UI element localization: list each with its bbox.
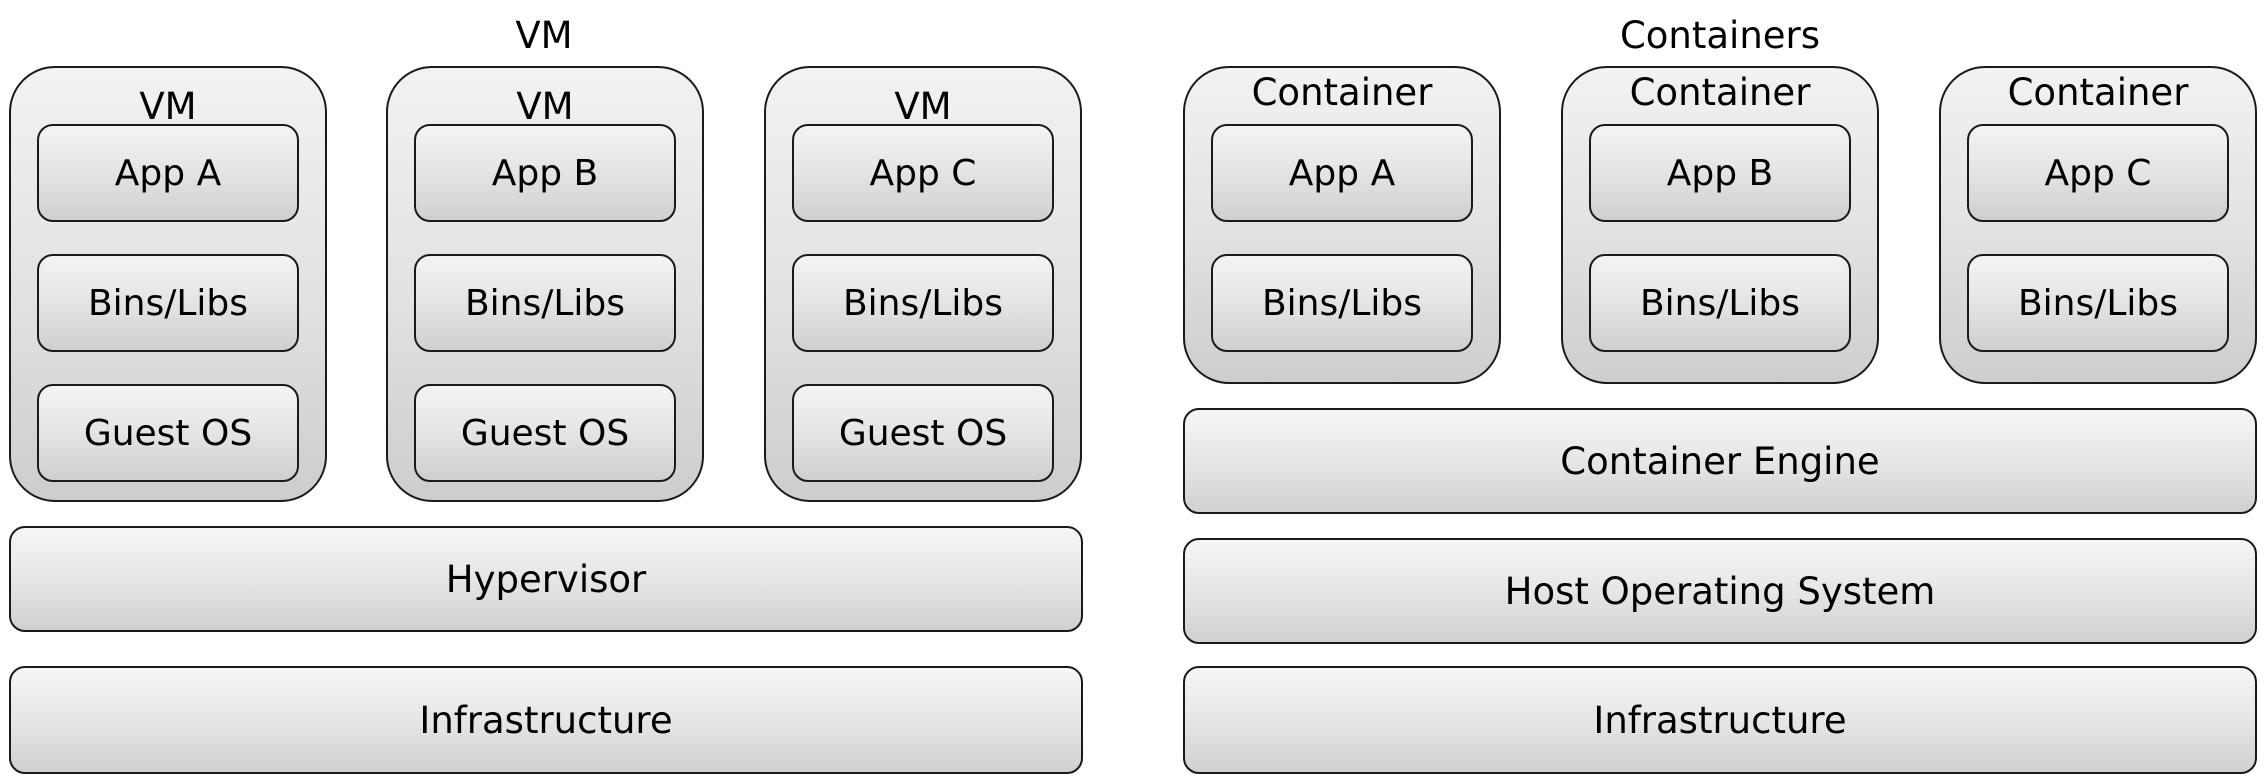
bins-libs-box: Bins/Libs: [414, 254, 676, 352]
container-group-label: Container: [2007, 71, 2189, 114]
vm-section-title: VM: [515, 14, 573, 57]
bins-libs-box: Bins/Libs: [37, 254, 299, 352]
vm-group-label: VM: [894, 85, 952, 128]
container-group-3: Container App C Bins/Libs: [1939, 66, 2257, 384]
vm-group-1: VM App A Bins/Libs Guest OS: [9, 66, 327, 502]
bins-libs-box: Bins/Libs: [792, 254, 1054, 352]
app-box: App C: [1967, 124, 2229, 222]
app-box: App A: [1211, 124, 1473, 222]
bins-libs-box: Bins/Libs: [1211, 254, 1473, 352]
vm-group-3: VM App C Bins/Libs Guest OS: [764, 66, 1082, 502]
container-engine-layer: Container Engine: [1183, 408, 2257, 514]
container-group-label: Container: [1251, 71, 1433, 114]
container-group-1: Container App A Bins/Libs: [1183, 66, 1501, 384]
vm-group-2: VM App B Bins/Libs Guest OS: [386, 66, 704, 502]
app-box: App B: [1589, 124, 1851, 222]
container-group-2: Container App B Bins/Libs: [1561, 66, 1879, 384]
container-infrastructure-layer: Infrastructure: [1183, 666, 2257, 774]
hypervisor-layer: Hypervisor: [9, 526, 1083, 632]
app-box: App C: [792, 124, 1054, 222]
vm-group-label: VM: [139, 85, 197, 128]
guest-os-box: Guest OS: [414, 384, 676, 482]
vm-infrastructure-layer: Infrastructure: [9, 666, 1083, 774]
guest-os-box: Guest OS: [792, 384, 1054, 482]
container-group-label: Container: [1629, 71, 1811, 114]
containers-section-title: Containers: [1619, 14, 1821, 57]
host-os-layer: Host Operating System: [1183, 538, 2257, 644]
bins-libs-box: Bins/Libs: [1589, 254, 1851, 352]
app-box: App A: [37, 124, 299, 222]
bins-libs-box: Bins/Libs: [1967, 254, 2229, 352]
vm-group-label: VM: [516, 85, 574, 128]
app-box: App B: [414, 124, 676, 222]
guest-os-box: Guest OS: [37, 384, 299, 482]
